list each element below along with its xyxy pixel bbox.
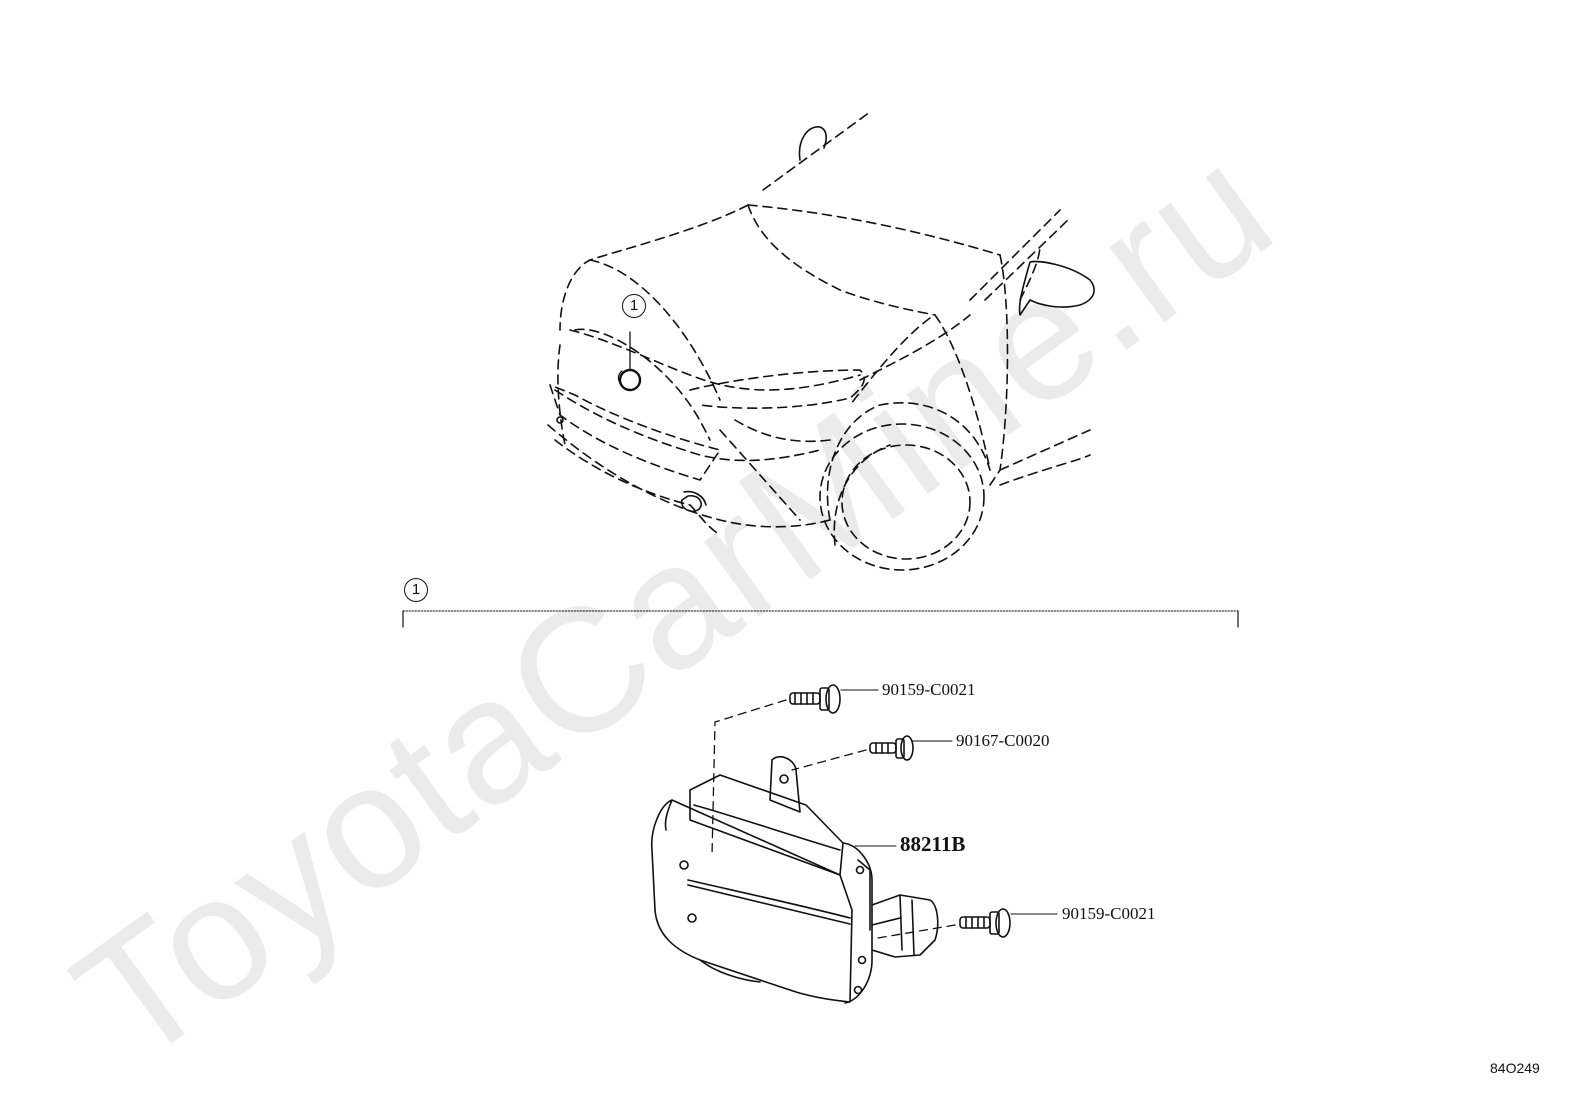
assembly-paths — [711, 699, 956, 939]
part-label-90159-upper: 90159-C0021 — [882, 680, 976, 699]
part-label-88211B: 88211B — [900, 832, 966, 856]
bolt-90159-lower — [959, 908, 1058, 938]
callout-1-assembly: 1 — [404, 578, 428, 602]
part-label-90159-lower: 90159-C0021 — [1062, 904, 1156, 923]
bolt-90167 — [869, 735, 953, 761]
radar-sensor-unit — [650, 755, 939, 1004]
assembly-bracket — [402, 610, 1239, 628]
illustration-code: 84O249 — [1490, 1060, 1540, 1076]
callout-1-vehicle: 1 — [622, 294, 646, 318]
part-label-90167: 90167-C0020 — [956, 731, 1050, 750]
vehicle-front-view — [547, 111, 1095, 571]
bolt-90159-upper — [789, 684, 879, 714]
